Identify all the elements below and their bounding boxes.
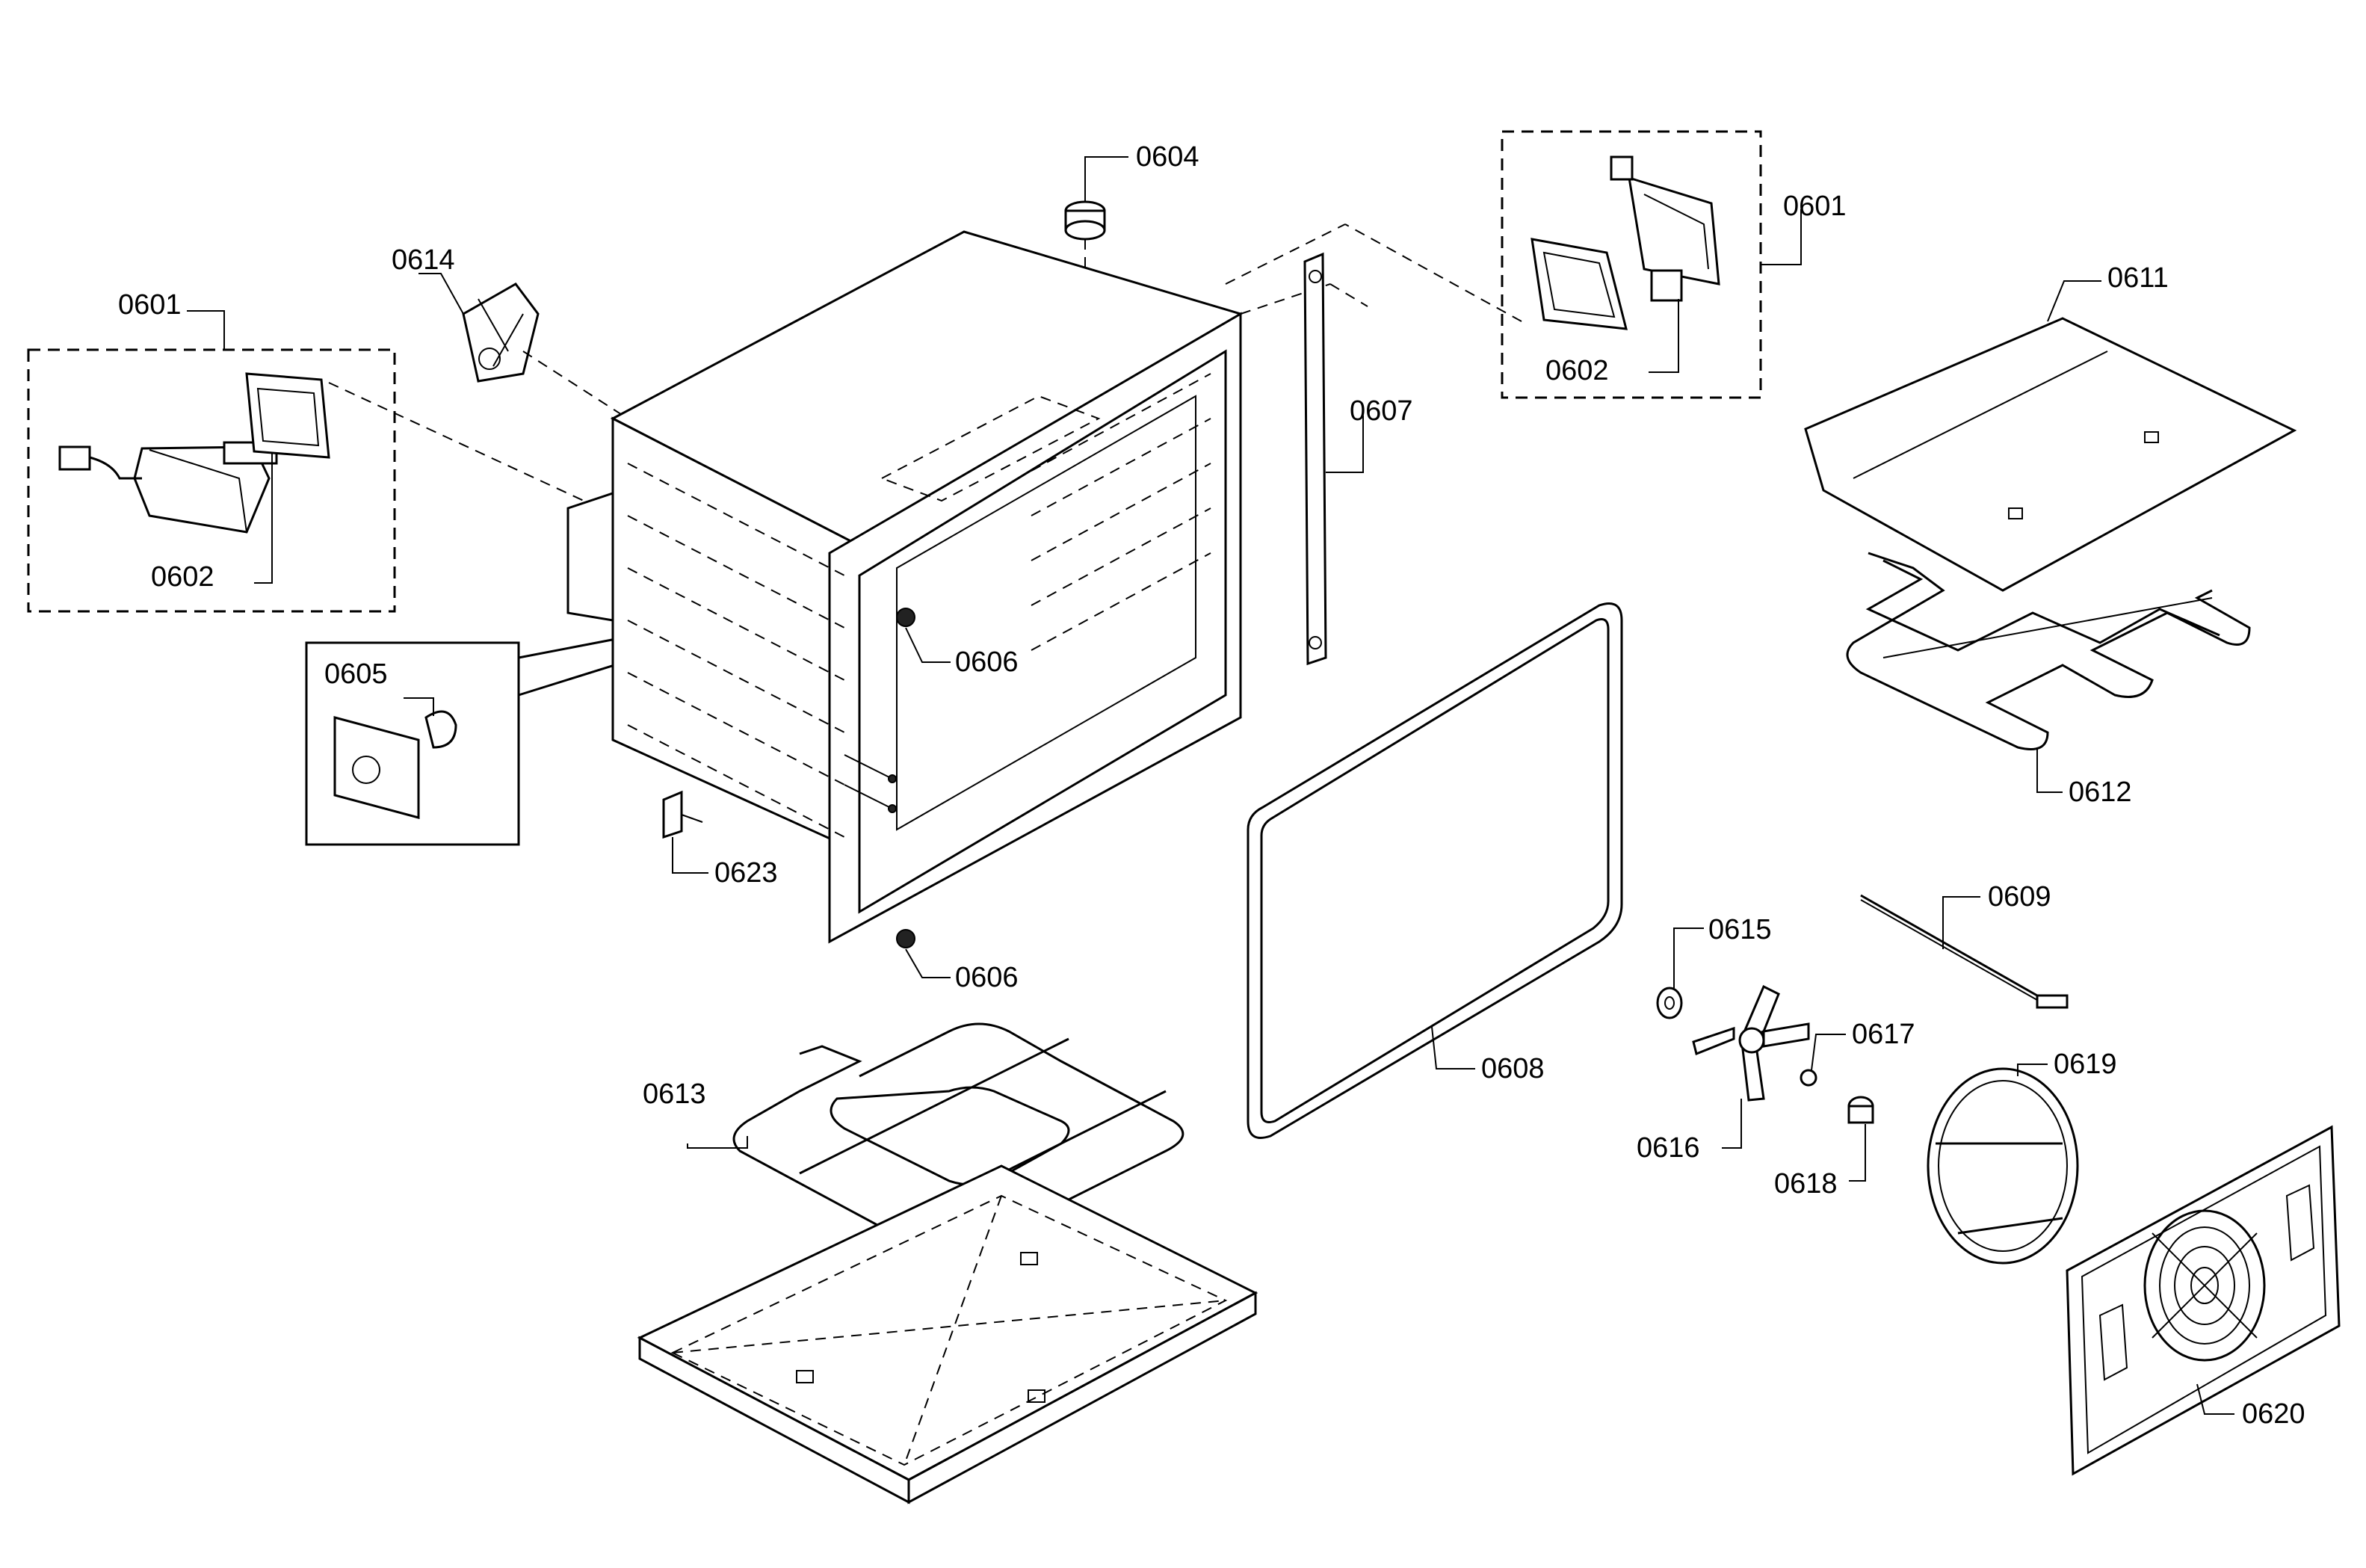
motor-part-0614: [462, 283, 628, 419]
callout-0609: 0609: [1988, 881, 2051, 913]
callout-0605: 0605: [324, 658, 388, 690]
callout-labels: 0601 0602 0605 0614 0604 0601 0602 0607 …: [118, 141, 2305, 1430]
callout-0620: 0620: [2242, 1398, 2305, 1430]
cap-parts-0606: [844, 608, 915, 948]
sensor-part-0609: [1860, 894, 2069, 1009]
callout-0604: 0604: [1136, 141, 1199, 173]
callout-0618: 0618: [1774, 1168, 1838, 1200]
callout-0608: 0608: [1481, 1053, 1545, 1084]
heating-element-0612: [1846, 552, 2251, 750]
callout-0601-right: 0601: [1783, 191, 1847, 222]
callout-0611: 0611: [2107, 262, 2169, 294]
bottom-panel: [637, 1164, 1258, 1504]
nut-part-0617: [1800, 1069, 1817, 1087]
washer-part-0615: [1656, 987, 1683, 1019]
fan-blade-0616: [1692, 984, 1810, 1102]
fan-motor-inset: [305, 596, 830, 846]
oven-cavity: [566, 223, 1346, 944]
callout-0601-left: 0601: [118, 289, 182, 321]
cap-part-0604: [1064, 200, 1106, 359]
callout-0614: 0614: [392, 244, 455, 276]
callout-0602-left: 0602: [151, 561, 214, 593]
callout-0616: 0616: [1637, 1132, 1700, 1164]
leader-lines: [187, 156, 2234, 1415]
callout-0606-upper: 0606: [955, 646, 1019, 678]
callout-0602-right: 0602: [1545, 355, 1609, 386]
callout-0619: 0619: [2054, 1049, 2117, 1080]
bracket-part-0607: [1303, 252, 1368, 666]
callout-0606-lower: 0606: [955, 962, 1019, 993]
callout-0612: 0612: [2069, 777, 2132, 808]
ring-element-0619: [1927, 1067, 2079, 1265]
callout-0615: 0615: [1708, 914, 1772, 945]
cap-part-0618: [1847, 1096, 1874, 1124]
back-panel-0620: [2066, 1125, 2341, 1476]
callout-0617: 0617: [1852, 1019, 1915, 1050]
lamp-assembly-left: [27, 348, 614, 613]
clip-part-0623: [662, 790, 703, 839]
panel-part-0611: [1804, 317, 2297, 592]
callout-0613: 0613: [643, 1078, 706, 1110]
door-seal-0608: [1247, 602, 1623, 1139]
callout-0607: 0607: [1350, 395, 1413, 427]
callout-0623: 0623: [714, 857, 778, 889]
